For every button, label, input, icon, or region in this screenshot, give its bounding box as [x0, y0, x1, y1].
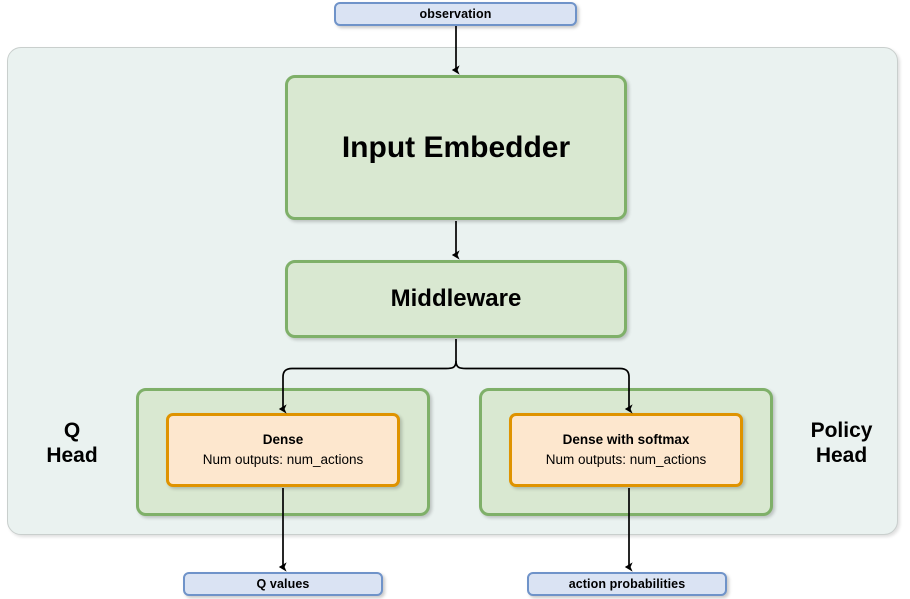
observation-label: observation: [419, 6, 492, 21]
policy-head-dense-title: Dense with softmax: [562, 431, 690, 447]
q-head-dense-node[interactable]: Dense Num outputs: num_actions: [166, 413, 400, 487]
policy-head-dense-node[interactable]: Dense with softmax Num outputs: num_acti…: [509, 413, 743, 487]
q-head-dense-title: Dense: [262, 431, 304, 447]
q-head-side-label-line1: Q: [63, 419, 81, 442]
q-head-side-label-line2: Head: [46, 443, 98, 467]
policy-head-side-label-line2: Head: [815, 443, 868, 467]
middleware-label: Middleware: [390, 285, 522, 312]
observation-node[interactable]: observation: [334, 2, 577, 26]
input-embedder-block[interactable]: Input Embedder: [285, 75, 627, 220]
q-head-dense-subtitle: Num outputs: num_actions: [202, 451, 364, 467]
q-head-side-label: Q Head: [22, 419, 122, 469]
policy-head-dense-subtitle: Num outputs: num_actions: [545, 451, 707, 467]
middleware-block[interactable]: Middleware: [285, 260, 627, 338]
policy-head-side-label-line1: Policy: [810, 419, 873, 442]
action-probabilities-label: action probabilities: [568, 576, 686, 591]
action-probabilities-node[interactable]: action probabilities: [527, 572, 727, 596]
input-embedder-label: Input Embedder: [341, 130, 571, 164]
q-values-label: Q values: [256, 576, 310, 591]
policy-head-side-label: Policy Head: [789, 419, 894, 469]
q-values-node[interactable]: Q values: [183, 572, 383, 596]
